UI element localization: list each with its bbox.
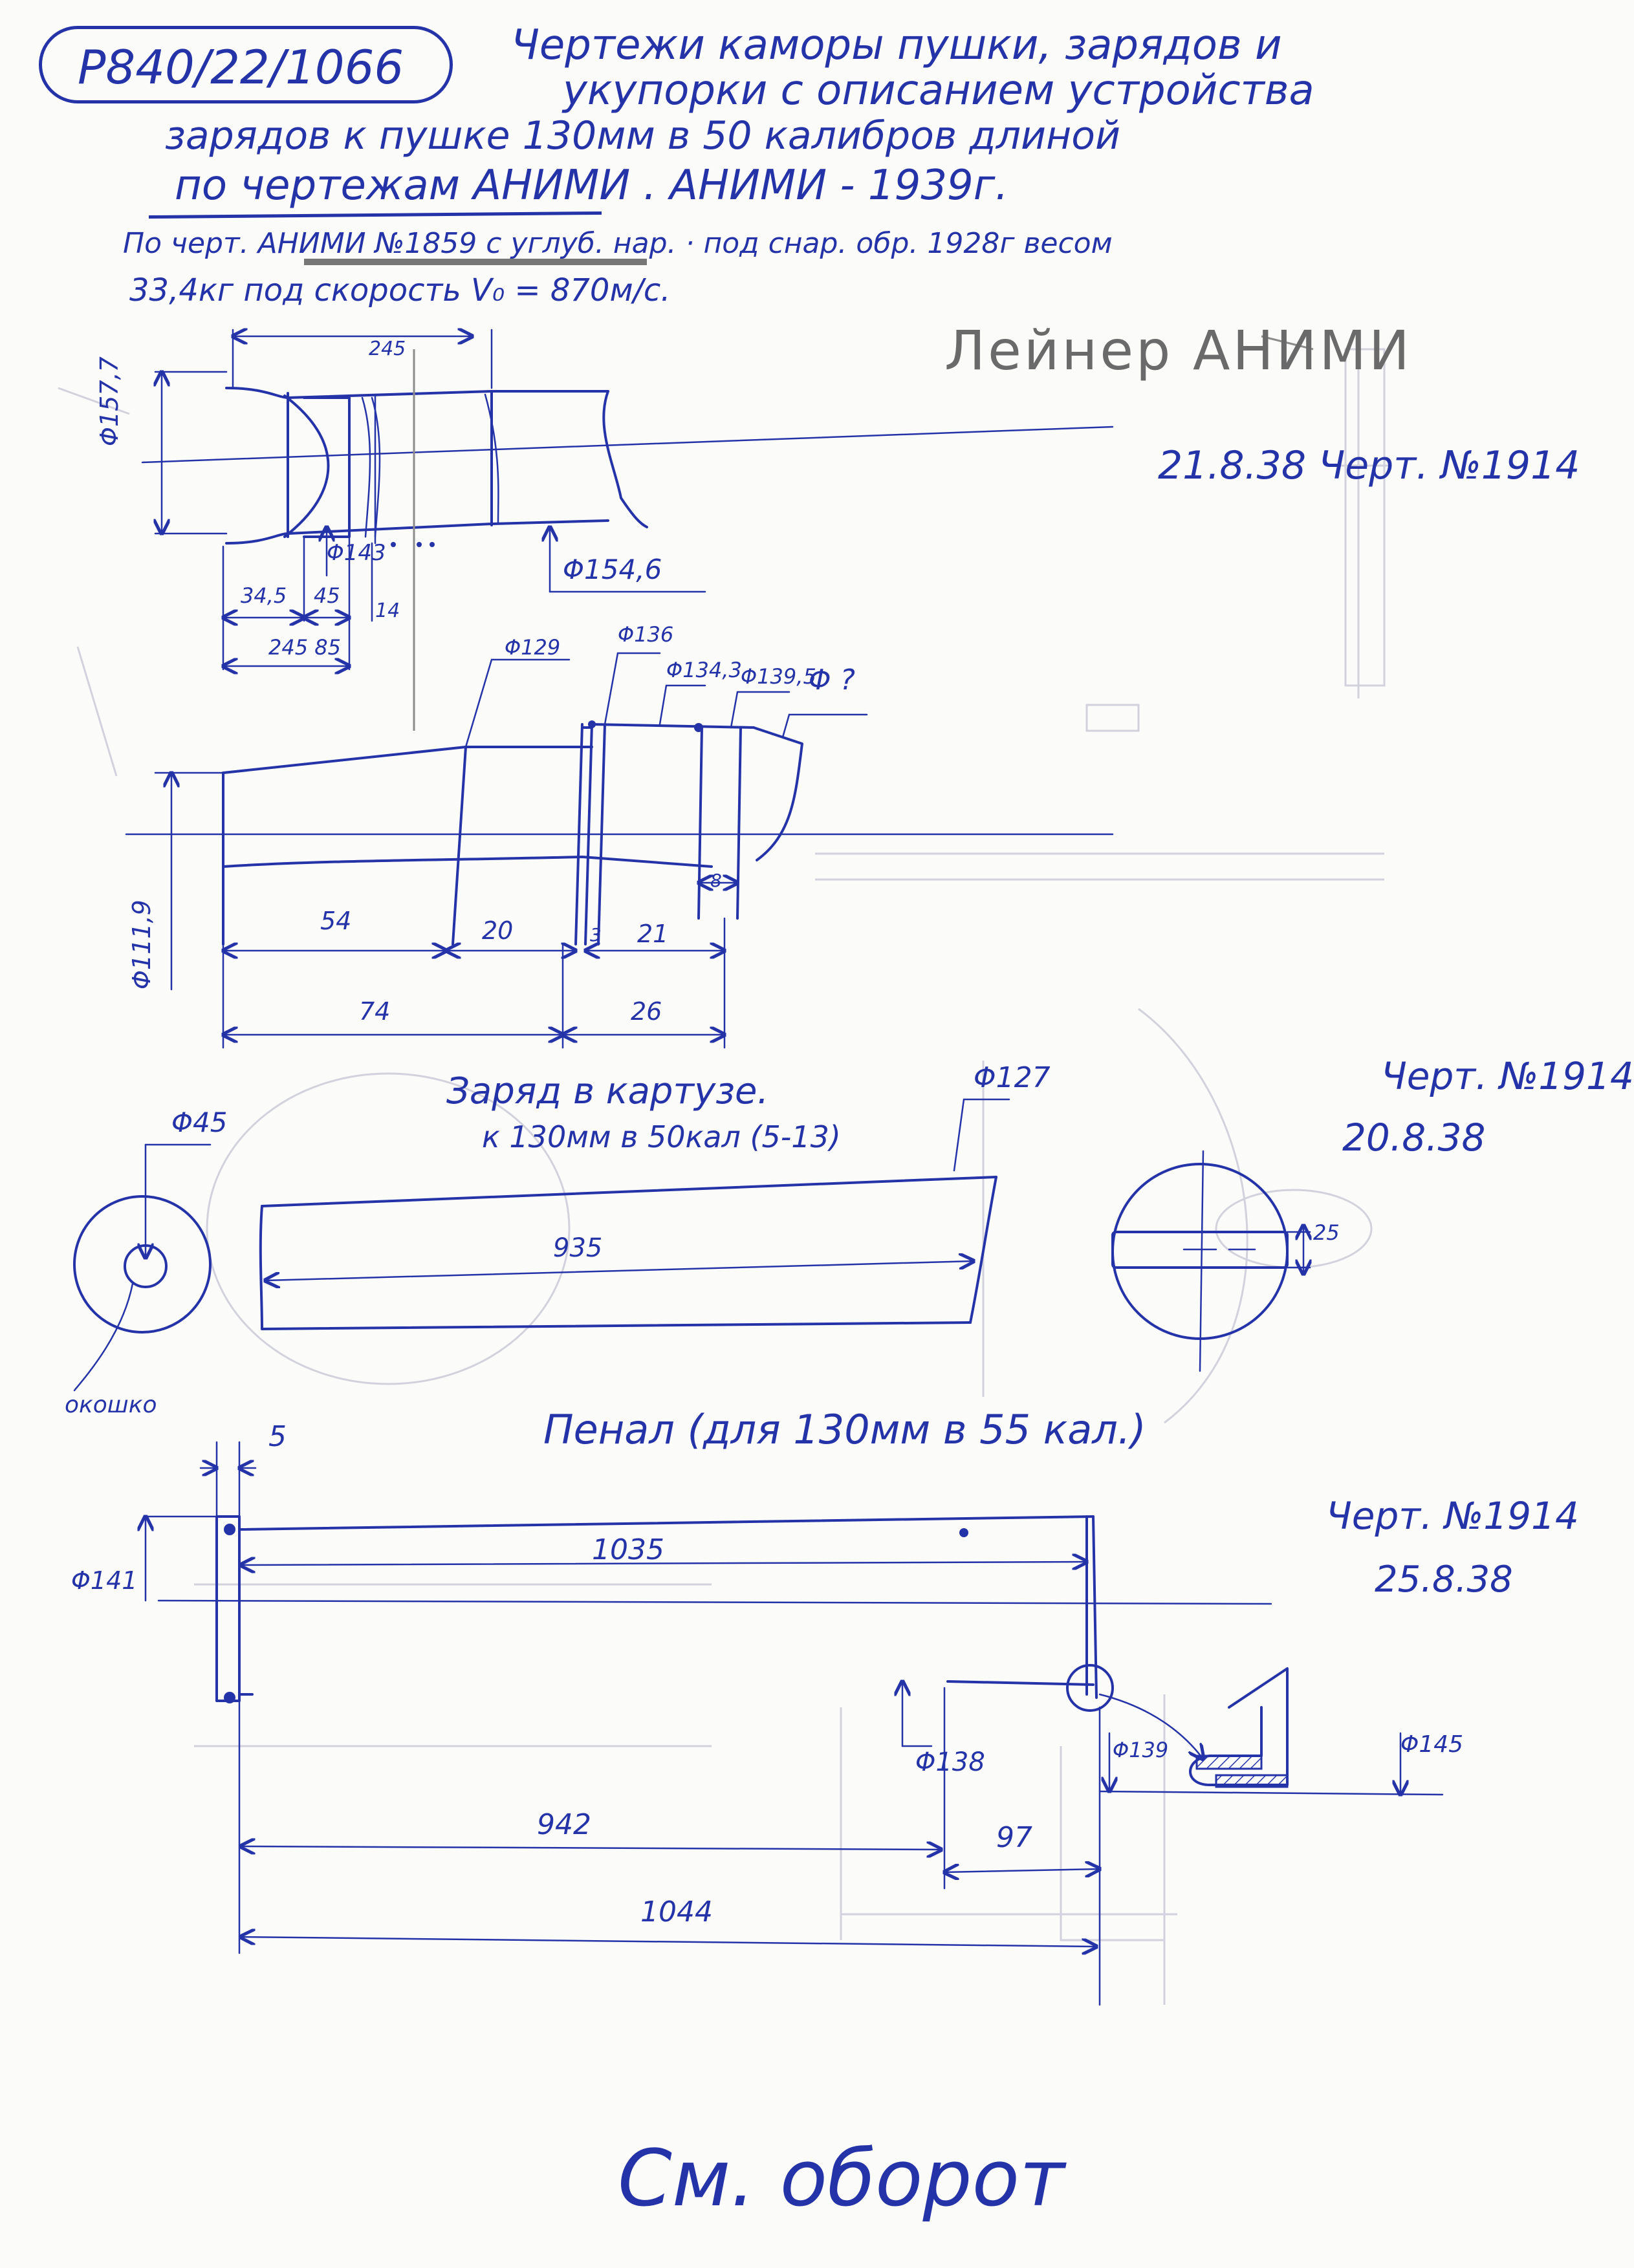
- window-label: окошко: [65, 1392, 157, 1418]
- dim-charge-45: Φ45: [171, 1107, 228, 1138]
- dim-case-141: Φ141: [71, 1566, 138, 1595]
- dim-14: 14: [375, 599, 400, 622]
- dim-case-1044: 1044: [640, 1895, 713, 1928]
- dim-134-3: Φ134,3: [666, 658, 742, 682]
- archive-ref-box: [39, 26, 453, 103]
- dim-245-85: 245 85: [268, 635, 341, 660]
- dim-45: 45: [314, 583, 340, 608]
- title-line-4: по чертежам АНИМИ . АНИМИ - 1939г.: [175, 162, 1008, 210]
- liner-drawing-ref: 21.8.38 Черт. №1914: [1158, 443, 1580, 488]
- title-line-1: Чертежи каморы пушки, зарядов и: [511, 21, 1282, 69]
- dim-inner-dia: Φ143: [327, 540, 386, 566]
- charge-drawing-ref-2: 20.8.38: [1342, 1116, 1486, 1160]
- dim-charge-127: Φ127: [974, 1061, 1051, 1094]
- dim-34-5: 34,5: [241, 583, 287, 608]
- dim-139-5: Φ139,5: [741, 664, 816, 689]
- case-title: Пенал (для 130мм в 55 кал.): [543, 1406, 1146, 1453]
- liner-label: Лейнер АНИМИ: [944, 319, 1412, 382]
- note-underline: [304, 259, 647, 265]
- dim-case-139: Φ139: [1113, 1738, 1169, 1762]
- liner-drawing: [141, 330, 1314, 731]
- note-line-1: По черт. АНИМИ №1859 с углуб. нар. · под…: [123, 227, 1113, 260]
- dim-8: 8: [710, 870, 722, 891]
- dim-3: 3: [590, 924, 602, 945]
- case-drawing-ref-1: Черт. №1914: [1326, 1494, 1579, 1538]
- dim-74: 74: [359, 997, 391, 1026]
- dim-unknown: Φ ?: [809, 664, 855, 697]
- case-drawing: [146, 1441, 1444, 2006]
- dim-111-9: Φ111,9: [127, 900, 156, 989]
- charge-title-2: к 130мм в 50кал (5-13): [482, 1119, 841, 1154]
- footer-see-reverse: См. оборот: [618, 2134, 1065, 2224]
- title-line-3: зарядов к пушке 130мм в 50 калибров длин…: [165, 113, 1120, 158]
- dim-245-top: 245: [369, 338, 406, 360]
- dim-case-5: 5: [268, 1420, 287, 1453]
- note-line-2: 33,4кг под скорость V₀ = 870м/с.: [129, 272, 671, 308]
- archive-ref: P840/22/1066: [78, 40, 404, 94]
- title-line-2: укупорки с описанием устройства: [563, 67, 1314, 114]
- dim-26: 26: [631, 997, 662, 1026]
- dim-case-97: 97: [996, 1821, 1032, 1854]
- charge-title-1: Заряд в картузе.: [446, 1070, 769, 1112]
- dim-case-1035: 1035: [592, 1533, 664, 1566]
- dim-136: Φ136: [618, 622, 674, 647]
- dim-case-145: Φ145: [1400, 1731, 1464, 1758]
- dim-129: Φ129: [505, 635, 561, 660]
- dim-rear-dia: Φ154,6: [563, 554, 662, 585]
- charge-drawing-ref-1: Черт. №1914: [1381, 1054, 1634, 1098]
- dim-charge-25: 25: [1313, 1220, 1340, 1245]
- dim-21: 21: [637, 920, 669, 948]
- dim-outer-dia: Φ157,7: [95, 356, 124, 446]
- chamber-drawing: [125, 652, 1114, 1049]
- dim-54: 54: [320, 907, 352, 935]
- case-drawing-ref-2: 25.8.38: [1375, 1559, 1513, 1601]
- charge-drawing: [73, 1098, 1310, 1392]
- dim-case-138: Φ138: [915, 1747, 985, 1777]
- dim-charge-935: 935: [553, 1233, 603, 1263]
- dim-case-942: 942: [537, 1808, 591, 1841]
- dim-20: 20: [482, 916, 514, 945]
